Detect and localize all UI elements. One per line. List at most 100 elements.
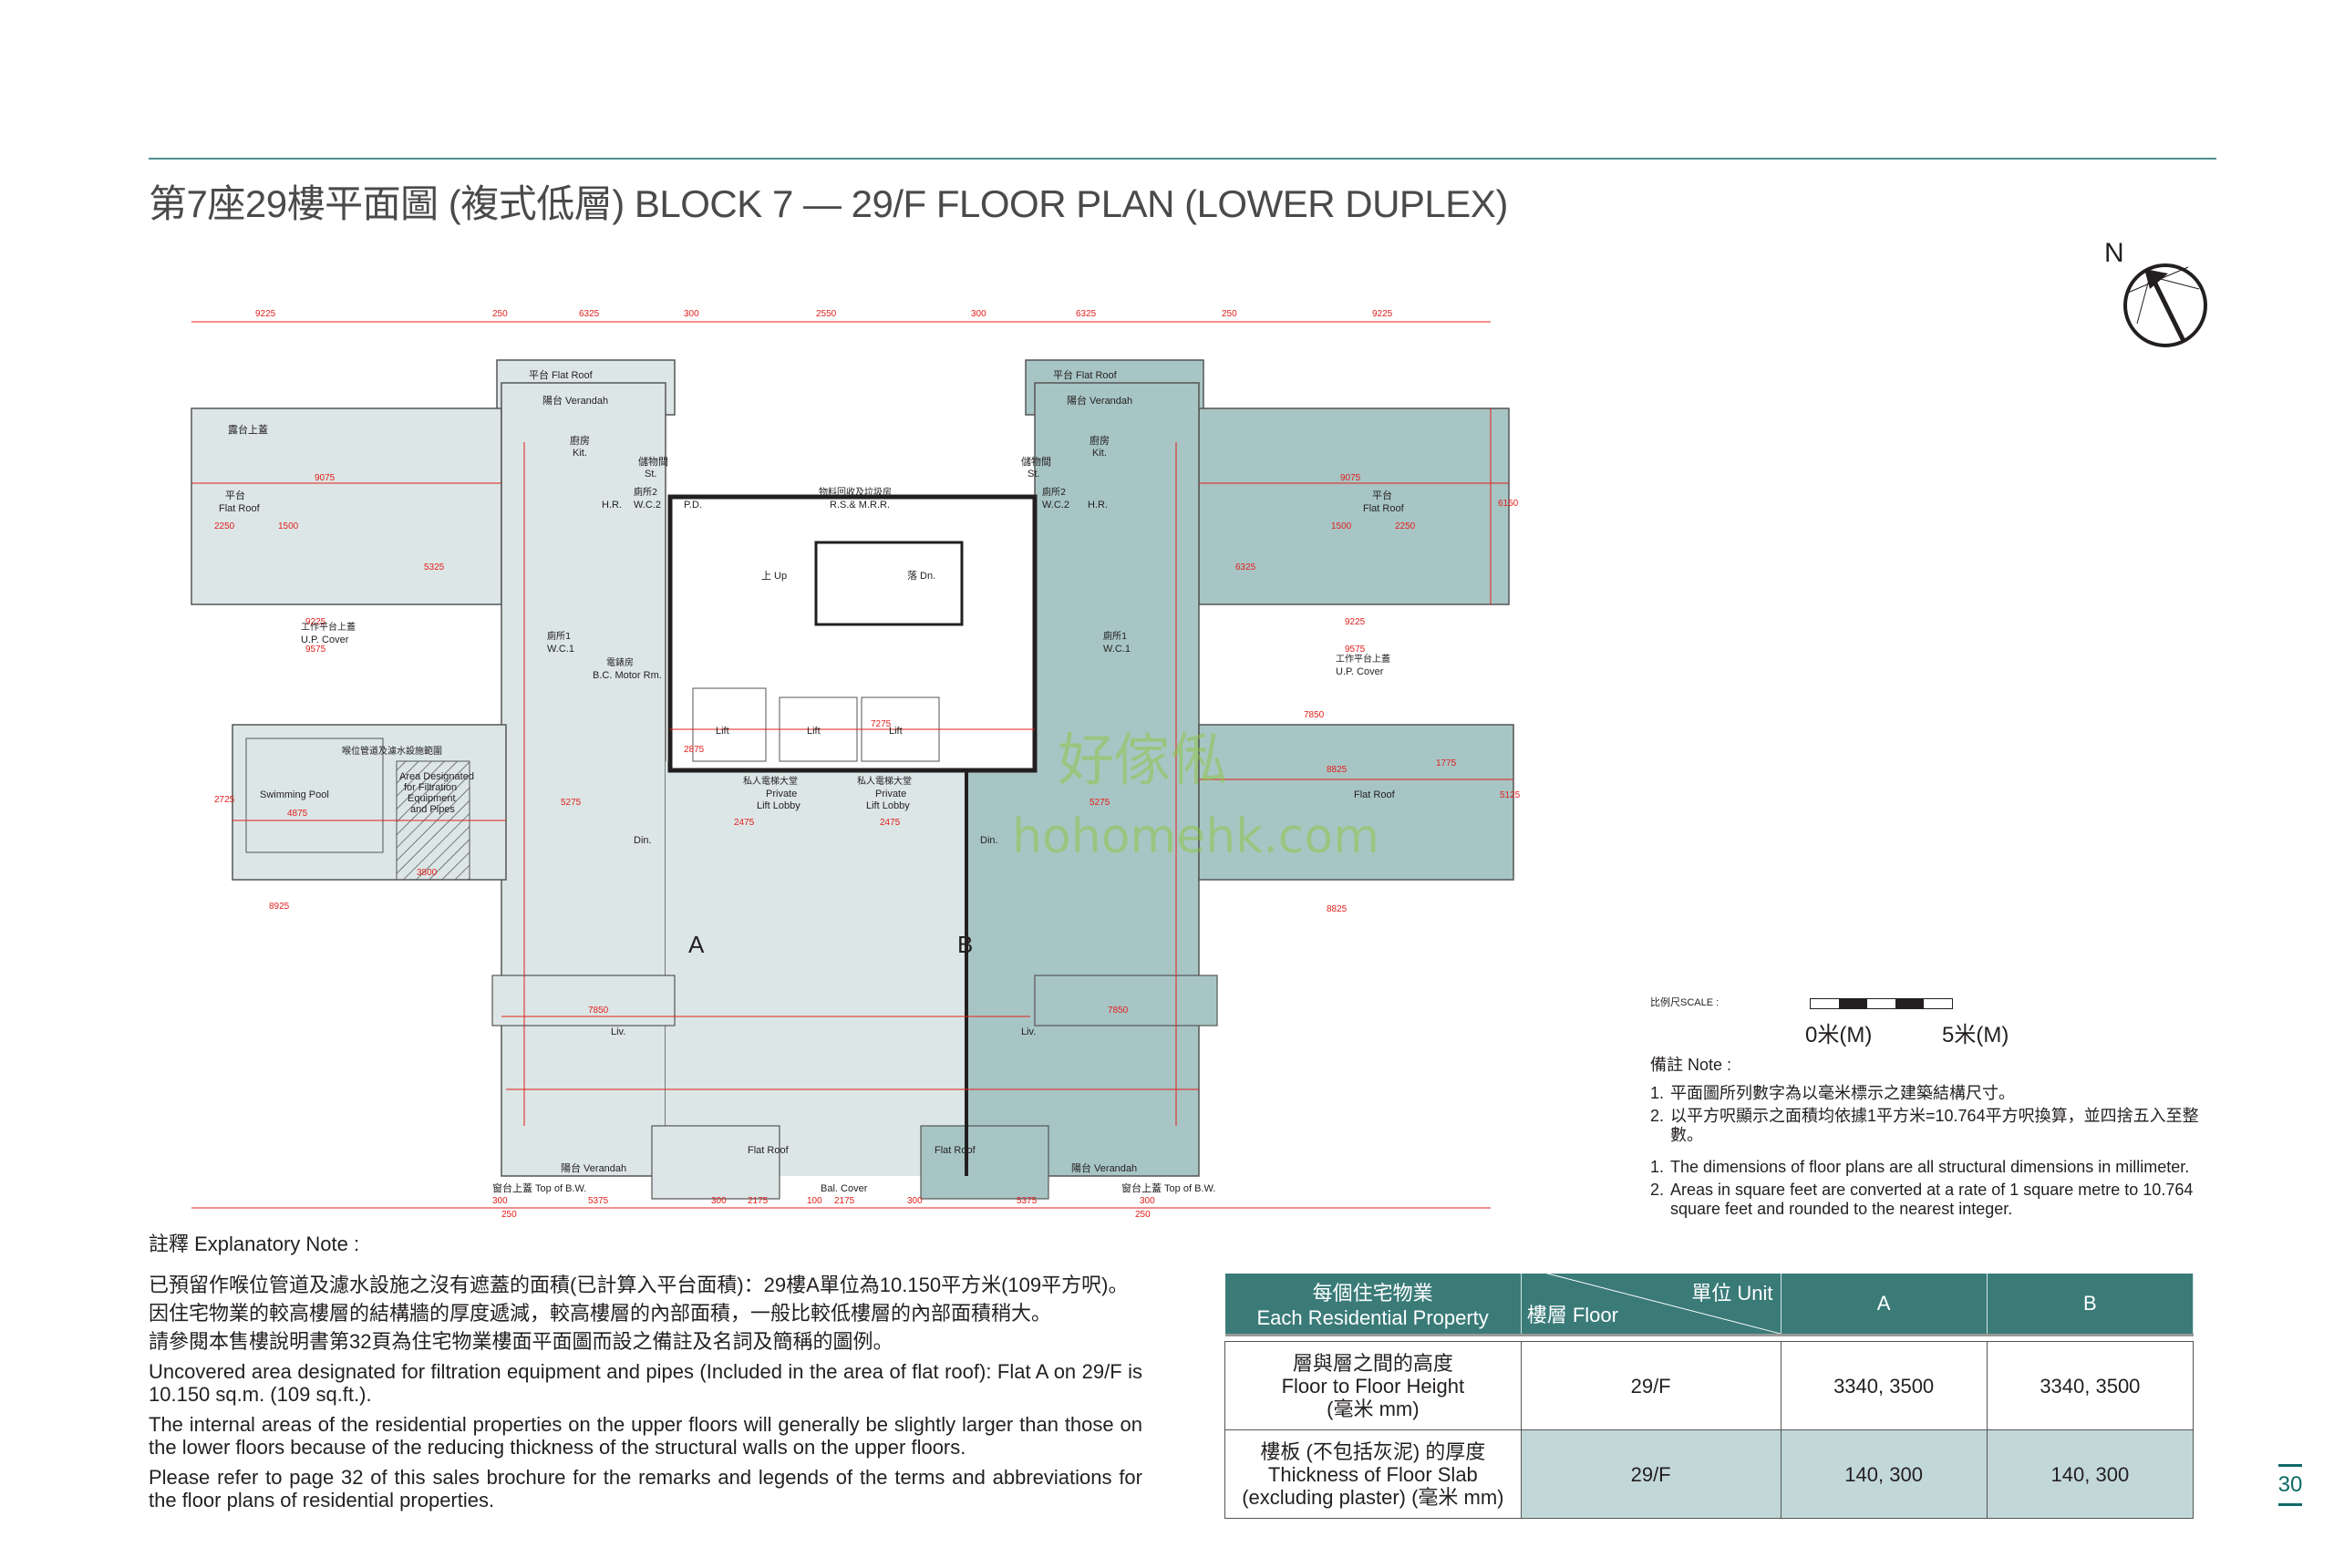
svg-text:Area Designated: Area Designated [399,771,474,782]
dimension-labels: 9225 250 6325 300 2550 300 6325 250 9225… [214,309,1521,1217]
svg-text:250: 250 [1222,309,1237,319]
svg-text:St.: St. [645,469,656,480]
svg-text:7275: 7275 [871,719,892,729]
unit-a-label: A [688,931,705,958]
note-item: 2.以平方呎顯示之面積均依據1平方米=10.764平方呎換算，並四捨五入至整數。 [1650,1107,2199,1144]
svg-text:9225: 9225 [1345,617,1366,627]
lobby-label-zh-a: 私人電梯大堂 [743,775,798,787]
svg-text:W.C.1: W.C.1 [1103,644,1131,655]
svg-text:and Pipes: and Pipes [410,804,455,815]
svg-text:P.D.: P.D. [684,500,702,511]
svg-text:5325: 5325 [424,562,445,573]
svg-text:for Filtration: for Filtration [404,782,457,793]
svg-text:Kit.: Kit. [1092,448,1107,459]
svg-text:6325: 6325 [1235,562,1256,573]
swimming-pool [245,738,384,853]
up-cover-label-zh-a: 工作平台上蓋 [301,621,356,633]
explanatory-zh: 請參閱本售樓說明書第32頁為住宅物業樓面平面圖而設之備註及名詞及簡稱的圖例。 [149,1330,893,1353]
wc2-label-zh-b: 廁所2 [1042,486,1066,498]
explanatory-en: Uncovered area designated for filtration… [149,1360,1142,1406]
row-value-a: 140, 300 [1780,1429,1988,1519]
svg-text:300: 300 [684,309,699,319]
row-floor: 29/F [1520,1429,1781,1519]
svg-text:Flat Roof: Flat Roof [219,503,261,514]
header-unit-floor: 單位 Unit 樓層 Floor [1521,1274,1781,1336]
svg-text:Din.: Din. [634,835,652,846]
unit-b-label: B [957,931,973,958]
notes-heading: 備註 Note : [1650,1056,1732,1074]
svg-text:Private: Private [875,789,906,799]
scale-five: 5米(M) [1942,1023,2009,1047]
up-cover-label-zh-b: 工作平台上蓋 [1336,653,1390,665]
svg-text:Lift Lobby: Lift Lobby [866,800,910,811]
svg-text:陽台 Verandah: 陽台 Verandah [542,394,608,407]
svg-text:5125: 5125 [1500,790,1521,800]
note-item: 1.The dimensions of floor plans are all … [1650,1158,2190,1176]
svg-text:Liv.: Liv. [611,1026,625,1037]
svg-text:陽台 Verandah: 陽台 Verandah [1067,394,1132,407]
svg-text:9075: 9075 [315,473,336,483]
svg-text:7850: 7850 [588,1006,609,1016]
header-property: 每個住宅物業 Each Residential Property [1224,1274,1522,1336]
svg-text:hohomehk.com: hohomehk.com [1012,810,1379,864]
svg-text:廚房: 廚房 [570,434,590,447]
svg-text:陽台 Verandah: 陽台 Verandah [1071,1161,1137,1174]
svg-text:5275: 5275 [561,798,582,808]
explanatory-en: Please refer to page 32 of this sales br… [149,1466,1142,1511]
svg-text:2250: 2250 [214,521,235,531]
svg-text:廚房: 廚房 [1090,434,1110,447]
svg-text:6150: 6150 [1498,499,1519,509]
svg-text:6325: 6325 [579,309,600,319]
svg-text:4875: 4875 [287,809,308,819]
svg-text:100: 100 [807,1196,822,1206]
svg-text:落 Dn.: 落 Dn. [907,570,935,582]
svg-text:9225: 9225 [305,617,326,627]
svg-text:3800: 3800 [417,868,438,878]
svg-text:平台 Flat Roof: 平台 Flat Roof [529,368,594,381]
svg-text:平台 Flat Roof: 平台 Flat Roof [1053,368,1118,381]
svg-text:2475: 2475 [734,818,755,828]
unit-b-area [920,359,1514,1200]
svg-text:窗台上蓋 Top of B.W.: 窗台上蓋 Top of B.W. [1121,1181,1215,1194]
scale-label: 比例尺SCALE : [1650,997,1720,1008]
svg-text:5375: 5375 [588,1196,609,1206]
scale-zero: 0米(M) [1805,1023,1873,1047]
explanatory-zh: 已預留作喉位管道及濾水設施之沒有遮蓋的面積(已計算入平台面積)：29樓A單位為1… [149,1274,1129,1296]
explanatory-note: 註釋 Explanatory Note : 已預留作喉位管道及濾水設施之沒有遮蓋… [149,1233,1142,1513]
svg-text:250: 250 [1135,1210,1151,1217]
svg-text:1775: 1775 [1436,758,1457,769]
header-rule [149,158,2216,160]
wc1-label-zh-a: 廁所1 [547,630,571,642]
svg-text:好傢俬: 好傢俬 [1058,727,1227,793]
svg-text:Flat Roof: Flat Roof [748,1145,790,1156]
north-arrow-icon: N [2104,238,2207,347]
svg-text:2175: 2175 [748,1196,769,1206]
svg-text:2875: 2875 [684,745,705,755]
svg-text:2250: 2250 [1395,521,1416,531]
dimension-lines [191,321,1513,1209]
svg-text:300: 300 [711,1196,727,1206]
svg-text:平台: 平台 [225,489,245,501]
page-title: 第7座29樓平面圖 (複式低層) BLOCK 7 — 29/F FLOOR PL… [149,182,1508,225]
explanatory-zh: 因住宅物業的較高樓層的結構牆的厚度遞減，較高樓層的內部面積，一般比較低樓層的內部… [149,1302,1052,1325]
svg-text:儲物間: 儲物間 [638,455,668,468]
svg-text:Lift Lobby: Lift Lobby [757,800,800,811]
explanatory-en: The internal areas of the residential pr… [149,1413,1142,1459]
svg-text:8825: 8825 [1327,904,1348,914]
svg-text:W.C.2: W.C.2 [1042,500,1069,511]
svg-text:B.C. Motor Rm.: B.C. Motor Rm. [593,670,662,681]
svg-text:Lift: Lift [889,726,903,737]
svg-text:9575: 9575 [1345,645,1366,655]
floor-plan: 9225 250 6325 300 2550 300 6325 250 9225… [191,309,1521,1217]
svg-text:9225: 9225 [1372,309,1393,319]
svg-text:儲物間: 儲物間 [1021,455,1051,468]
svg-text:Lift: Lift [807,726,821,737]
svg-text:H.R.: H.R. [1088,500,1108,511]
svg-text:5375: 5375 [1017,1196,1038,1206]
svg-text:R.S.& M.R.R.: R.S.& M.R.R. [830,500,890,511]
room-labels: 露台上蓋 平台 Flat Roof 陽台 Verandah 平台 Flat Ro… [219,368,1405,1194]
svg-text:Equipment: Equipment [408,793,456,804]
svg-text:300: 300 [971,309,986,319]
svg-text:陽台 Verandah: 陽台 Verandah [561,1161,626,1174]
row-floor: 29/F [1520,1341,1781,1430]
